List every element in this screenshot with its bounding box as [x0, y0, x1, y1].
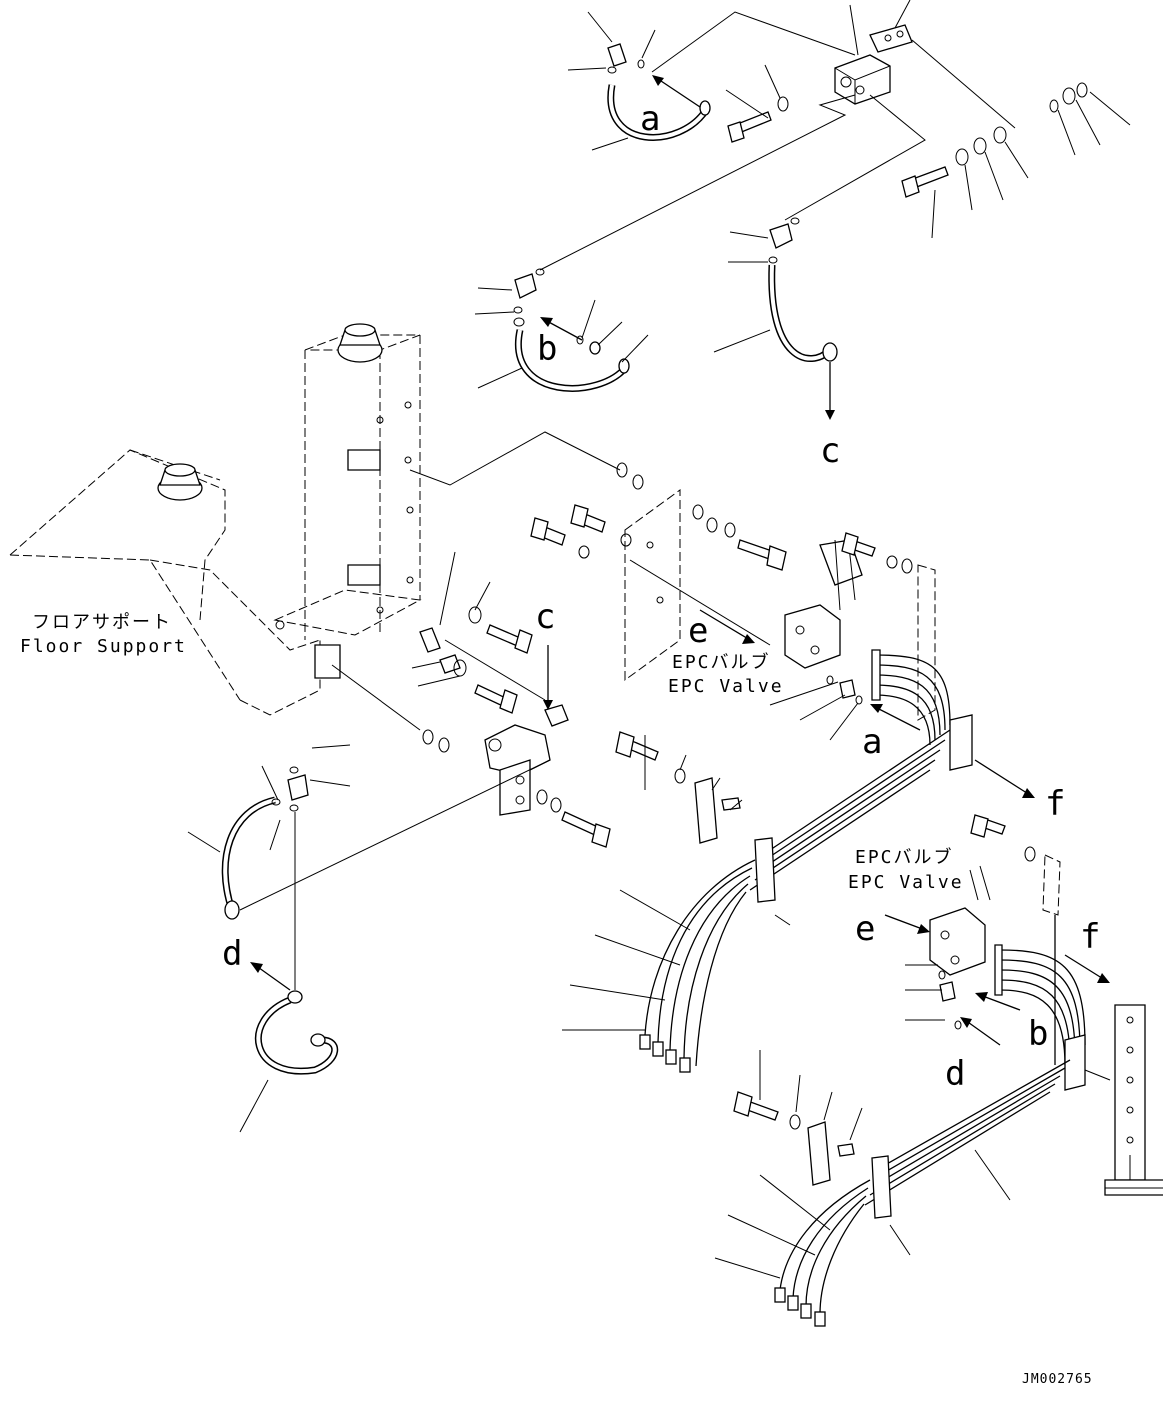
hose-bundle-lower — [714, 1050, 1071, 1327]
epc-valve-lower-label-en: EPC Valve — [848, 872, 964, 893]
letter-c-top: c — [820, 431, 840, 471]
connection-letter-labels: a b c c e a f e f d b d — [222, 99, 1100, 1094]
letter-f-upper: f — [1045, 784, 1065, 824]
letter-c-mid: c — [535, 597, 555, 637]
epc-valve-lower-group — [884, 814, 1163, 1196]
hose-bundle-upper — [562, 729, 951, 1073]
floor-support-label-jp: フロアサポート — [32, 612, 172, 633]
mounting-plate-group — [530, 462, 787, 681]
letter-d-left: d — [222, 934, 242, 974]
letter-f-lower: f — [1080, 917, 1100, 957]
letter-d-lower: d — [945, 1054, 965, 1094]
floor-support-group — [9, 323, 621, 731]
letter-b-lower: b — [1028, 1014, 1048, 1054]
top-junction-block-group — [474, 0, 1131, 420]
letter-e-lower: e — [855, 909, 875, 949]
small-valve-group — [239, 551, 611, 911]
epc-valve-upper-label-jp: EPCバルブ — [672, 651, 771, 673]
letter-a-mid: a — [862, 722, 882, 762]
floor-support-label-en: Floor Support — [20, 636, 187, 657]
hose-d-group — [187, 744, 351, 1133]
part-name-labels: フロアサポート Floor Support EPCバルブ EPC Valve E… — [20, 612, 1093, 1387]
drawing-code: JM002765 — [1022, 1372, 1093, 1387]
epc-valve-upper-group — [699, 532, 1035, 798]
letter-a-top: a — [640, 99, 660, 139]
epc-valve-lower-label-jp: EPCバルブ — [855, 846, 954, 868]
letter-e-upper: e — [688, 611, 708, 651]
letter-b-top: b — [537, 329, 557, 369]
epc-valve-upper-label-en: EPC Valve — [668, 676, 784, 697]
